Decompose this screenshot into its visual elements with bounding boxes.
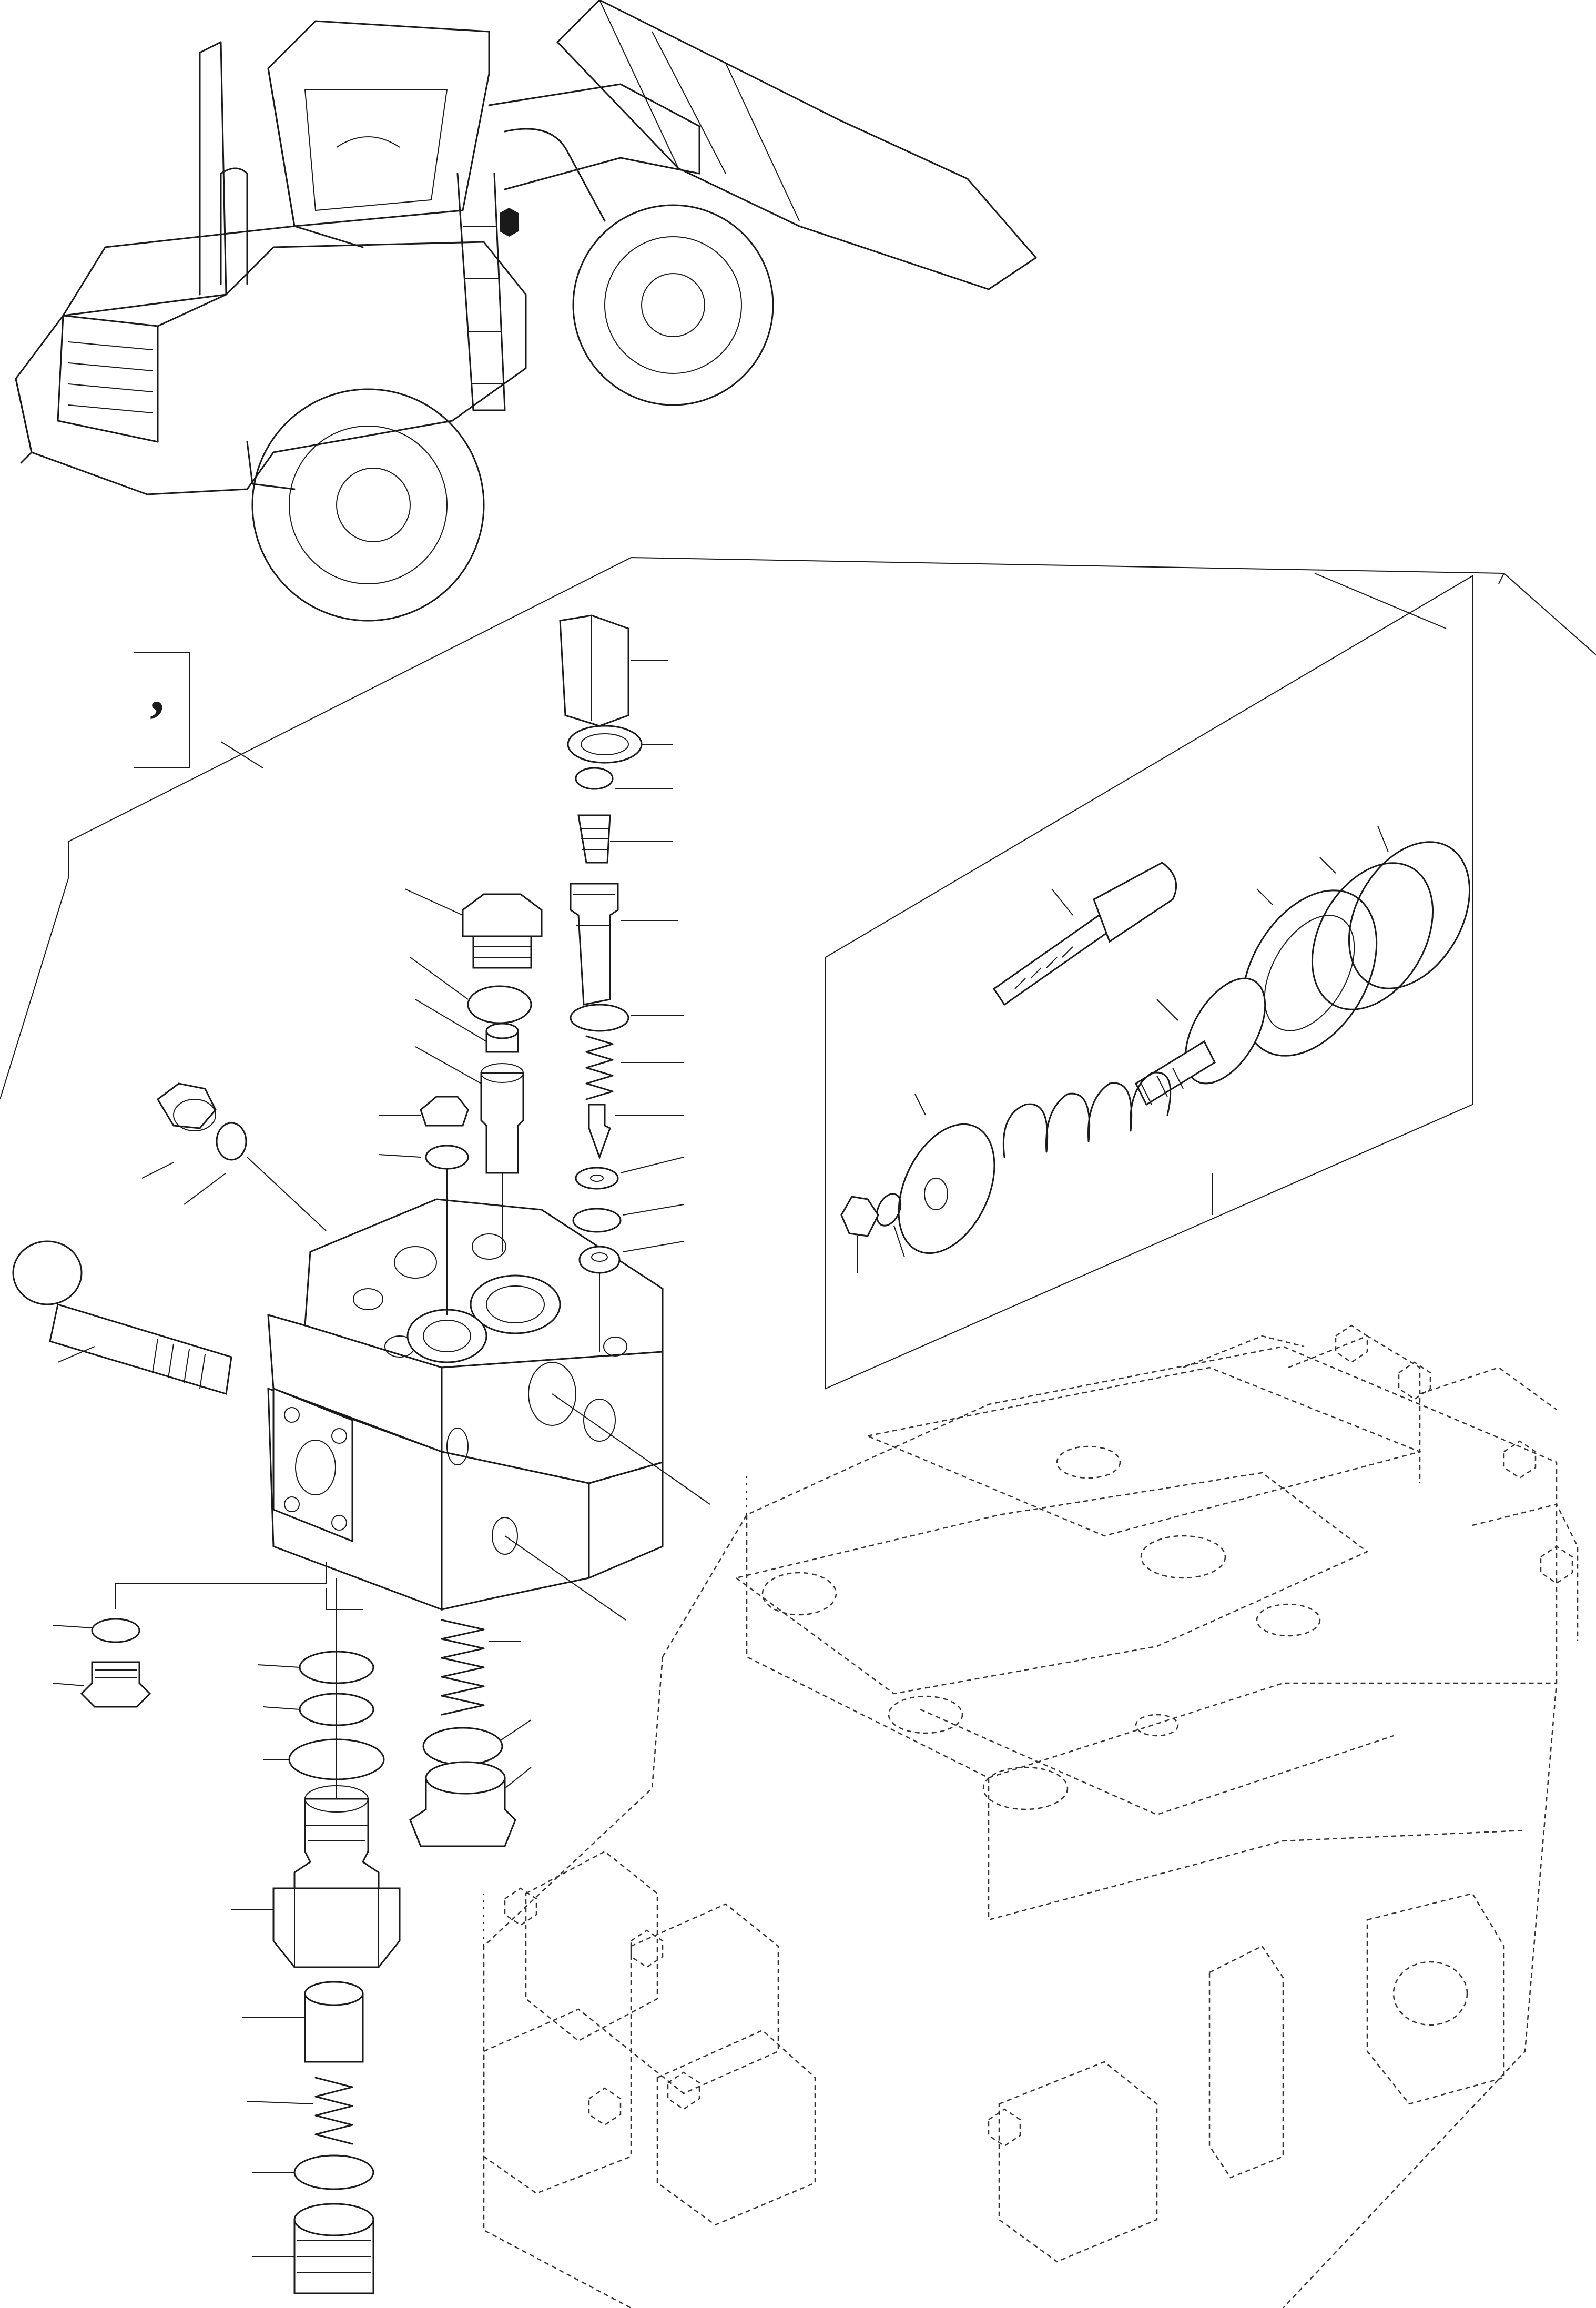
- control-valve-ghost: [483, 1324, 1579, 2308]
- inset-spring: [1002, 1071, 1172, 1158]
- inset-nut-washer: [840, 1193, 905, 1273]
- leader-port-lower: [504, 1535, 626, 1621]
- spring-plug-right: [409, 1619, 532, 1847]
- relief-valve-stack: [559, 614, 684, 1352]
- detail-inset: [825, 575, 1473, 1390]
- callout-box-text: ,: [150, 659, 165, 723]
- context-frame: [0, 556, 1596, 1100]
- inset-spring-seat: [898, 1094, 995, 1254]
- valve-block: [267, 1198, 664, 1611]
- inset-piston: [1135, 977, 1266, 1106]
- leader-port: [552, 1393, 710, 1505]
- cap-screw: [12, 1240, 232, 1395]
- wheel-loader-icon: [15, 0, 1037, 622]
- inset-seal-rings: [1241, 825, 1471, 1057]
- callout-box: ,: [134, 652, 190, 768]
- hexagon-marker-icon: [500, 208, 519, 237]
- plug-lower-left: [52, 1562, 327, 1708]
- plug-sleeve-stack: [378, 888, 543, 1315]
- plug-upper-left: [141, 1082, 327, 1231]
- lower-valve-stack: [231, 1578, 401, 2294]
- inset-cap-screw: [992, 862, 1177, 1006]
